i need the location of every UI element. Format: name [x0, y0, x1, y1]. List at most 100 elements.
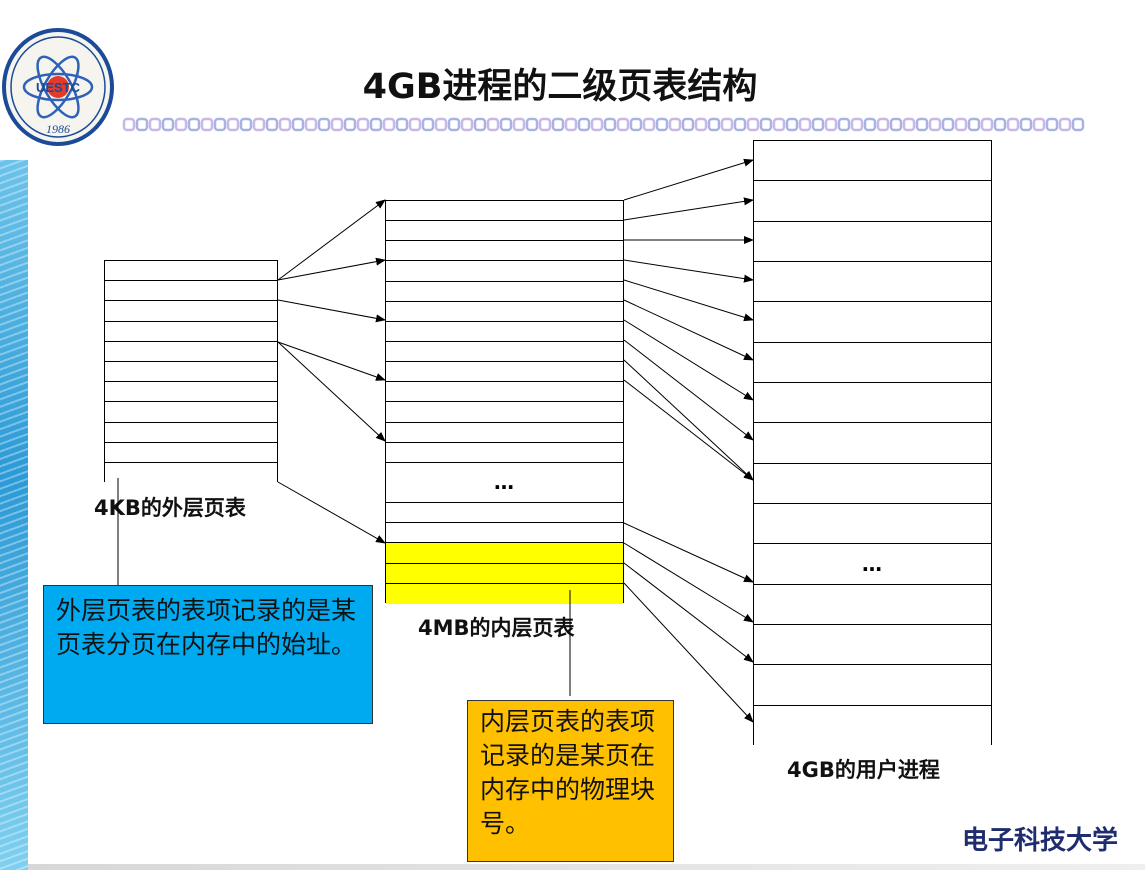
outer-table-row — [105, 301, 277, 322]
chain-link — [967, 117, 981, 132]
outer-table-row — [105, 321, 277, 342]
chain-link — [200, 117, 214, 132]
chain-link — [447, 117, 461, 132]
chain-link — [993, 117, 1007, 132]
chain-link — [837, 117, 851, 132]
chain-link — [434, 117, 448, 132]
user-process-row — [754, 503, 991, 545]
chain-link — [551, 117, 565, 132]
inner-table-highlighted-row — [386, 583, 623, 604]
chain-link — [577, 117, 591, 132]
user-process-row — [754, 342, 991, 383]
arrow-outer-to-inner — [277, 199, 386, 281]
chain-link — [291, 117, 305, 132]
inner-table-ellipsis: … — [386, 462, 623, 504]
chain-link — [512, 117, 526, 132]
inner-table-row — [386, 281, 623, 302]
chain-link — [629, 117, 643, 132]
chain-link — [174, 117, 188, 132]
chain-link — [1019, 117, 1033, 132]
chain-link — [304, 117, 318, 132]
chain-link — [642, 117, 656, 132]
chain-link — [473, 117, 487, 132]
chain-link — [798, 117, 812, 132]
chain-link — [980, 117, 994, 132]
chain-link — [408, 117, 422, 132]
arrow-outer-to-inner — [277, 257, 386, 281]
chain-link — [525, 117, 539, 132]
chain-link — [564, 117, 578, 132]
chain-link — [213, 117, 227, 132]
arrow-inner-to-user — [623, 562, 754, 663]
arrow-inner-to-user — [623, 259, 754, 283]
outer-table-label: 4KB的外层页表 — [94, 496, 246, 520]
chain-link — [616, 117, 630, 132]
chain-link — [902, 117, 916, 132]
bottom-decorative-line — [28, 864, 1145, 870]
chain-link — [1058, 117, 1072, 132]
inner-table-row — [386, 382, 623, 403]
chain-link — [889, 117, 903, 132]
inner-table-note: 内层页表的表项记录的是某页在内存中的物理块号。 — [467, 700, 674, 862]
chain-link — [590, 117, 604, 132]
chain-link — [1006, 117, 1020, 132]
arrow-inner-to-user — [623, 339, 754, 441]
chain-link — [759, 117, 773, 132]
user-process-row — [754, 463, 991, 504]
inner-table-row — [386, 221, 623, 242]
arrow-inner-to-user — [623, 319, 754, 401]
user-process-row — [754, 302, 991, 343]
user-process-ellipsis: … — [754, 544, 991, 585]
user-process-row — [754, 665, 991, 706]
user-process-row — [754, 584, 991, 625]
user-process-row — [754, 705, 991, 746]
inner-table-row — [386, 362, 623, 383]
chain-link — [421, 117, 435, 132]
chain-link — [122, 117, 136, 132]
arrow-outer-to-inner — [277, 481, 386, 544]
inner-table-row — [386, 523, 623, 544]
chain-link — [265, 117, 279, 132]
inner-table-highlighted-row — [386, 563, 623, 584]
chain-link — [278, 117, 292, 132]
chain-link — [161, 117, 175, 132]
chain-link — [720, 117, 734, 132]
outer-page-table — [104, 260, 278, 484]
logo-text: UESTC — [36, 80, 81, 95]
inner-table-row — [386, 503, 623, 524]
chain-link — [343, 117, 357, 132]
chain-link — [707, 117, 721, 132]
inner-table-row — [386, 301, 623, 322]
inner-table-row — [386, 422, 623, 443]
chain-link — [239, 117, 253, 132]
chain-link — [1032, 117, 1046, 132]
chain-link — [538, 117, 552, 132]
chain-link — [694, 117, 708, 132]
chain-link — [252, 117, 266, 132]
chain-link — [135, 117, 149, 132]
outer-table-row — [105, 382, 277, 403]
chain-link — [655, 117, 669, 132]
arrow-outer-to-inner — [277, 341, 386, 442]
user-process-row — [754, 382, 991, 424]
chain-link — [1045, 117, 1059, 132]
chain-link — [187, 117, 201, 132]
user-process-row — [754, 181, 991, 222]
page-title: 4GB进程的二级页表结构 — [362, 67, 758, 107]
arrow-inner-to-user — [623, 279, 754, 322]
inner-table-label: 4MB的内层页表 — [418, 616, 575, 640]
inner-table-row — [386, 261, 623, 282]
user-process-row — [754, 221, 991, 262]
inner-table-row — [386, 442, 623, 463]
chain-link — [746, 117, 760, 132]
chain-link — [499, 117, 513, 132]
university-logo: UESTC 1986 — [2, 28, 114, 146]
chain-link — [330, 117, 344, 132]
inner-table-row — [386, 321, 623, 342]
chain-link — [941, 117, 955, 132]
chain-link — [226, 117, 240, 132]
chain-link — [824, 117, 838, 132]
user-process-row — [754, 423, 991, 464]
inner-table-row — [386, 341, 623, 363]
arrow-inner-to-user — [623, 379, 754, 481]
